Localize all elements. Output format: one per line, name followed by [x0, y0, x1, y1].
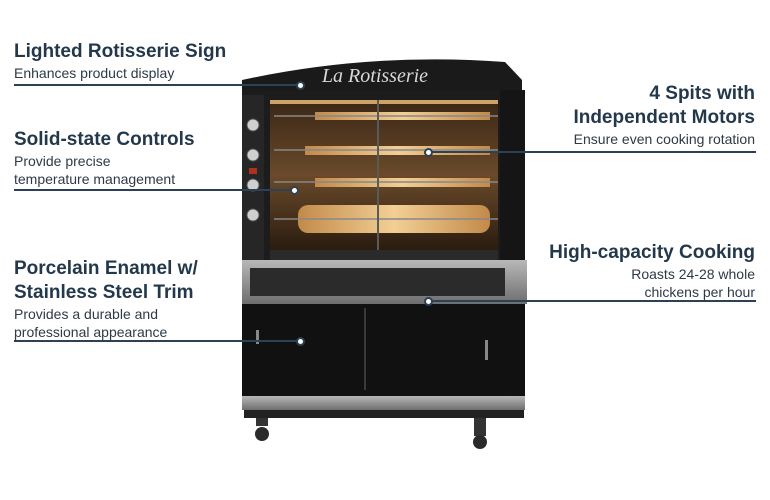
leader-line-spits [430, 151, 756, 153]
callout-title: Lighted Rotisserie Sign [14, 41, 227, 62]
leader-line-controls [14, 189, 292, 191]
leader-dot-controls [290, 186, 299, 195]
caster-wheels [255, 418, 487, 449]
sign-text: La Rotisserie [321, 65, 428, 87]
callout-desc: Enhances product display [14, 65, 175, 81]
callout-title: Solid-state Controls [14, 129, 195, 150]
drip-tray [270, 250, 498, 262]
callout-title: High-capacity Cooking [549, 242, 755, 263]
callout-title-line1: Porcelain Enamel w/ [14, 258, 198, 279]
callout-title-line2: Independent Motors [573, 107, 755, 128]
callout-desc-line2: chickens per hour [644, 284, 755, 300]
control-knobs [246, 118, 260, 222]
callout-desc: Ensure even cooking rotation [573, 131, 755, 147]
callout-desc-line2: temperature management [14, 171, 176, 187]
callout-desc-line2: professional appearance [14, 324, 168, 340]
sign-hood [242, 59, 522, 95]
side-panel [500, 90, 525, 265]
base-trim [242, 396, 525, 410]
callout-porcelain-enamel: Porcelain Enamel w/ Stainless Steel Trim… [14, 257, 198, 341]
leader-dot-spits [424, 148, 433, 157]
callout-desc-line1: Provide precise [14, 153, 111, 169]
callout-title-line1: 4 Spits with [649, 83, 755, 104]
leader-dot-sign [296, 81, 305, 90]
leader-line-enamel [14, 340, 298, 342]
spits [274, 112, 498, 233]
callout-title-line2: Stainless Steel Trim [14, 282, 194, 303]
callout-capacity: High-capacity Cooking Roasts 24-28 whole… [549, 241, 755, 301]
leader-line-sign [14, 84, 298, 86]
leader-dot-capacity [424, 297, 433, 306]
callout-lighted-sign: Lighted Rotisserie Sign Enhances product… [14, 40, 226, 82]
callout-desc-line1: Provides a durable and [14, 306, 158, 322]
callout-spits: 4 Spits with Independent Motors Ensure e… [573, 82, 755, 148]
leader-line-capacity [430, 300, 756, 302]
lower-cabinet [242, 304, 525, 396]
control-panel [242, 95, 264, 260]
leader-dot-enamel [296, 337, 305, 346]
callout-desc-line1: Roasts 24-28 whole [631, 266, 755, 282]
callout-controls: Solid-state Controls Provide precise tem… [14, 128, 195, 188]
rotisserie-illustration: La Rotisserie [242, 59, 527, 449]
